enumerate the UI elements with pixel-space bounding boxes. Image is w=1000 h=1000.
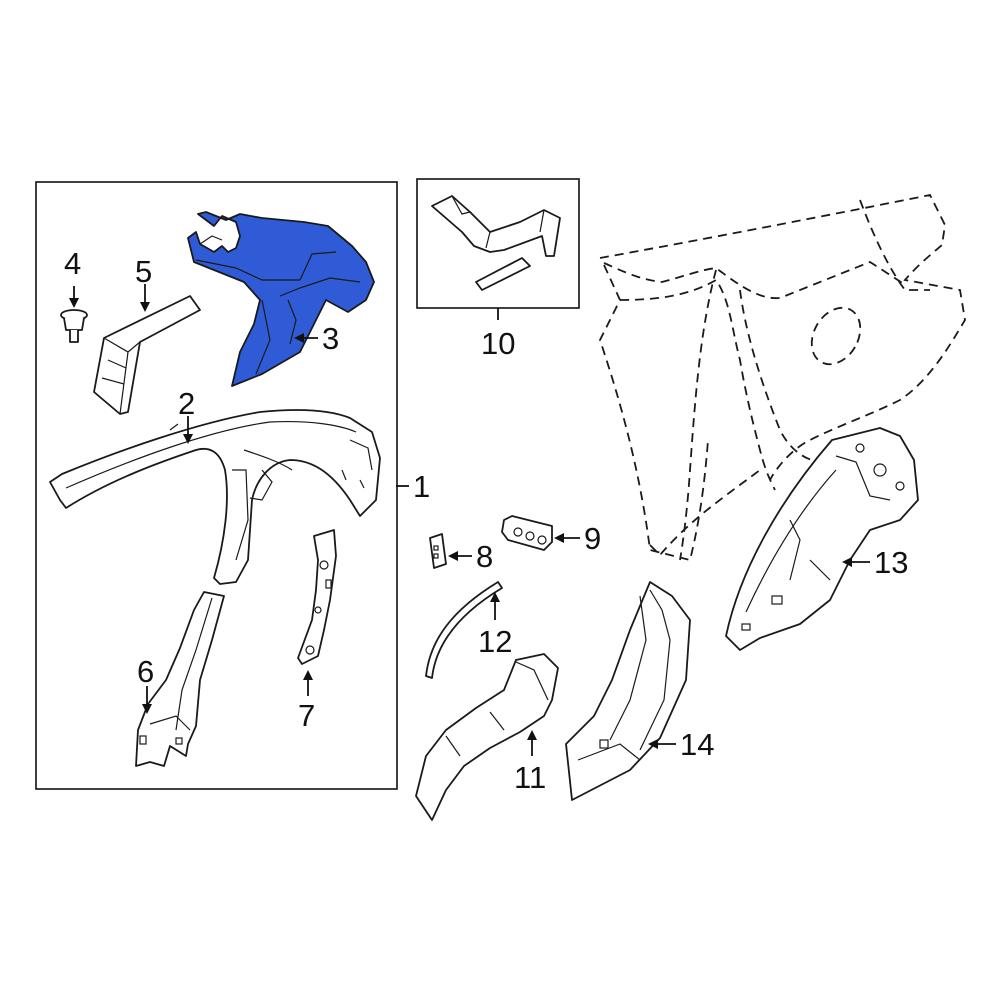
callout-3: 3 — [322, 321, 339, 356]
part-6-lower-pillar — [135, 591, 225, 767]
callout-1: 1 — [413, 469, 430, 504]
callout-2: 2 — [178, 386, 195, 421]
part-5-bracket — [93, 295, 201, 415]
part-7-reinforcement — [297, 529, 337, 665]
callout-11: 11 — [514, 760, 546, 795]
part-4-clip — [60, 309, 88, 343]
callout-8: 8 — [476, 539, 493, 574]
part-14-outer-pillar — [565, 581, 691, 801]
part-12-arc-trim — [425, 581, 503, 679]
callout-14: 14 — [680, 727, 714, 762]
part-2-inner-quarter-panel — [49, 409, 381, 585]
part-11-extension — [415, 653, 559, 821]
callout-9: 9 — [584, 521, 601, 556]
part-13-wheel-liner — [725, 427, 919, 651]
part-8-plate — [429, 533, 447, 569]
callout-5: 5 — [135, 254, 152, 289]
callout-13: 13 — [874, 545, 908, 580]
callout-7: 7 — [298, 698, 315, 733]
part-9-grommet-plate — [501, 515, 553, 551]
callout-10: 10 — [481, 326, 515, 361]
part-3-highlighted-panel — [187, 211, 375, 387]
leader-lines — [69, 284, 870, 756]
callout-4: 4 — [64, 246, 81, 281]
part-10-bracket — [431, 195, 561, 291]
body-quarter-panel-outline — [599, 193, 966, 562]
callout-6: 6 — [137, 654, 154, 689]
callout-12: 12 — [478, 624, 512, 659]
